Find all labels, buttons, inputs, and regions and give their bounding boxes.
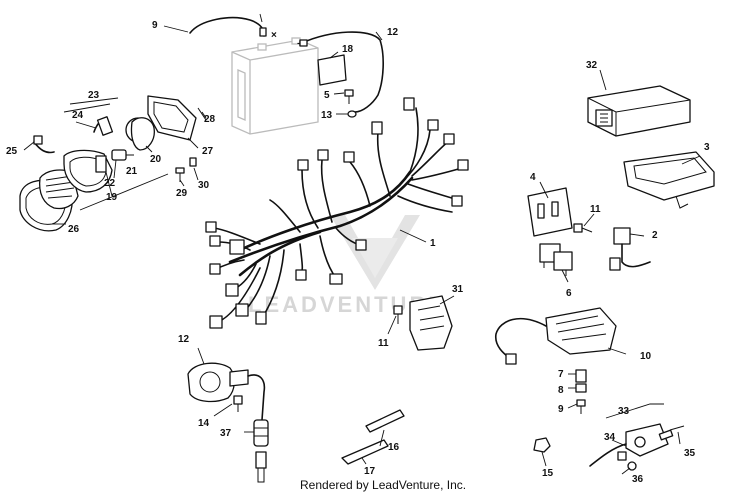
switch-assembly-33 xyxy=(589,403,685,471)
cable-tie-17 xyxy=(341,439,389,465)
callout-14: 14 xyxy=(198,418,210,429)
tail-light-10 xyxy=(494,307,617,365)
cable-tie-16 xyxy=(365,409,405,433)
callout-3: 3 xyxy=(704,142,710,153)
callout-7: 7 xyxy=(558,369,564,380)
watermark-logo xyxy=(330,215,420,290)
headlight-connector-25 xyxy=(33,135,55,154)
socket-22 xyxy=(95,155,107,173)
callout-2: 2 xyxy=(652,230,658,241)
screw-11-left xyxy=(393,305,403,324)
callout-21: 21 xyxy=(126,166,138,177)
callout-11-left: 11 xyxy=(378,338,389,349)
nut-15 xyxy=(533,437,551,453)
callout-33: 33 xyxy=(618,406,630,417)
regulator-31 xyxy=(409,295,453,351)
module-bracket-3 xyxy=(623,151,715,209)
callout-11-right: 11 xyxy=(590,204,601,215)
screw-29 xyxy=(175,167,185,182)
callout-15: 15 xyxy=(542,468,554,479)
callout-25: 25 xyxy=(6,146,18,157)
callout-20: 20 xyxy=(150,154,162,165)
harness-connectors xyxy=(205,97,469,329)
callout-23: 23 xyxy=(88,90,100,101)
callout-5: 5 xyxy=(324,90,330,101)
callout-12-top: 12 xyxy=(387,27,399,38)
callout-27: 27 xyxy=(202,146,214,157)
callout-13: 13 xyxy=(321,110,333,121)
callout-9-top: 9 xyxy=(152,20,158,31)
callout-30: 30 xyxy=(198,180,210,191)
washer-8 xyxy=(575,383,587,393)
ignition-coil-12 xyxy=(187,362,266,421)
callout-6: 6 xyxy=(566,288,572,299)
bolt-14 xyxy=(233,395,243,412)
leader-23 xyxy=(63,97,119,113)
callout-9-bottom: 9 xyxy=(558,404,564,415)
screw-28 xyxy=(197,107,207,121)
callout-36: 36 xyxy=(632,474,644,485)
callout-28: 28 xyxy=(204,114,216,125)
battery xyxy=(231,37,319,135)
relays-6 xyxy=(539,243,573,276)
callout-10: 10 xyxy=(640,351,652,362)
spark-plug xyxy=(255,451,267,483)
callout-19: 19 xyxy=(106,192,118,203)
relay-2 xyxy=(609,227,651,271)
callout-29: 29 xyxy=(176,188,188,199)
screw-9 xyxy=(576,399,586,414)
callout-4: 4 xyxy=(530,172,536,183)
bolt-5 xyxy=(344,89,354,104)
negative-cable xyxy=(189,13,267,37)
callout-17: 17 xyxy=(364,466,376,477)
callout-16: 16 xyxy=(388,442,400,453)
callout-22: 22 xyxy=(104,178,116,189)
callout-18: 18 xyxy=(342,44,354,55)
callout-37: 37 xyxy=(220,428,232,439)
callout-26: 26 xyxy=(68,224,80,235)
headlight-ring-20 xyxy=(130,117,155,151)
positive-cable xyxy=(299,31,384,113)
callout-labels: 9 12 18 5 13 1 32 3 4 11 2 6 31 11 10 7 … xyxy=(6,20,710,485)
headlight-bracket-27 xyxy=(147,95,197,141)
callout-34: 34 xyxy=(604,432,616,443)
cdi-module-32 xyxy=(587,85,691,137)
plug-cap-37 xyxy=(253,419,269,447)
battery-label-18 xyxy=(317,54,347,86)
callout-32: 32 xyxy=(586,60,598,71)
callout-1: 1 xyxy=(430,238,436,249)
callout-8: 8 xyxy=(558,385,564,396)
screw-11-right xyxy=(573,223,593,233)
callout-35: 35 xyxy=(684,448,696,459)
callout-12-bottom: 12 xyxy=(178,334,190,345)
rendered-by-credit: Rendered by LeadVenture, Inc. xyxy=(300,478,466,492)
screw-30 xyxy=(189,157,197,167)
nut-13 xyxy=(347,110,357,118)
main-wire-harness xyxy=(213,107,463,323)
callout-24: 24 xyxy=(72,110,84,121)
spacer-7 xyxy=(575,369,587,383)
leader-19 xyxy=(79,173,169,211)
callout-31: 31 xyxy=(452,284,464,295)
leader-lines xyxy=(23,25,701,475)
mounting-plate-4 xyxy=(527,187,573,237)
battery-minus-mark: × xyxy=(271,30,277,41)
